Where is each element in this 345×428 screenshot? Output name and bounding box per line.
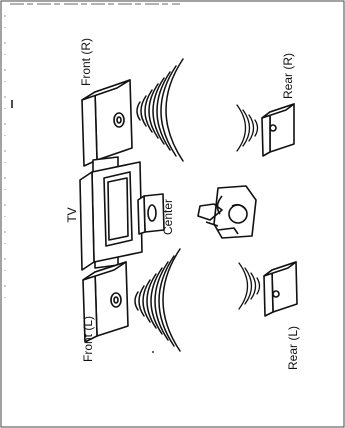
rear-left-sound-waves: [238, 262, 261, 310]
rear-right-speaker: [261, 103, 295, 157]
front-left-sound-waves: [134, 248, 181, 352]
tv: [79, 156, 143, 271]
center-speaker: [137, 193, 165, 235]
listener-figure: [197, 185, 257, 239]
label-rear-left: Rear (L): [286, 326, 300, 370]
label-front-left: Front (L): [81, 316, 95, 362]
rear-left-speaker: [263, 261, 298, 317]
label-center: Center: [161, 199, 175, 235]
label-tv: TV: [65, 207, 79, 222]
scan-dot: [152, 351, 154, 353]
rear-right-sound-waves: [236, 104, 259, 152]
label-front-right: Front (R): [79, 38, 93, 86]
front-right-sound-waves: [136, 58, 184, 162]
front-right-speaker: [81, 79, 133, 167]
front-left-speaker: [82, 261, 129, 343]
label-rear-right: Rear (R): [281, 53, 295, 99]
